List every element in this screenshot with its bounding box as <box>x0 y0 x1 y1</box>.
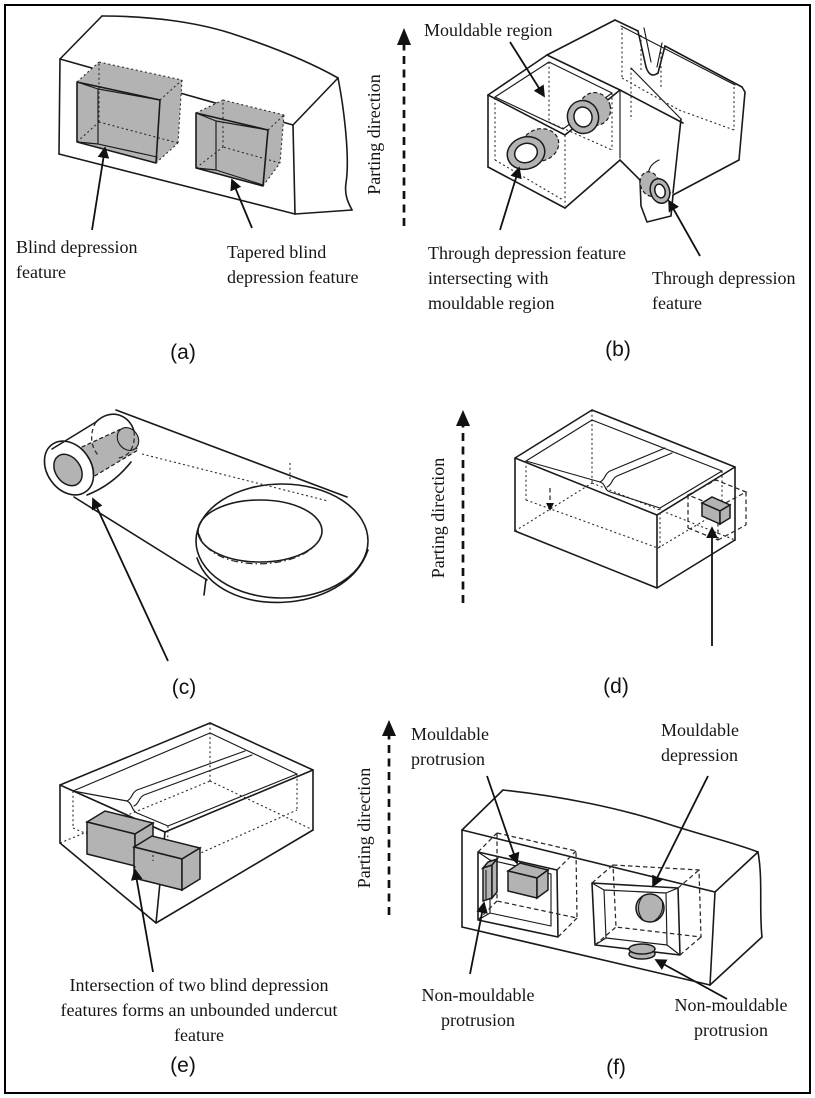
boss-hole-front-shape <box>53 453 83 487</box>
panel-b-drawing <box>487 19 746 257</box>
arrow-through-intersecting <box>499 166 522 231</box>
label-through-intersecting: Through depression feature intersecting … <box>428 243 626 313</box>
panel-a-drawing <box>58 15 353 231</box>
caption-b: (b) <box>605 338 631 361</box>
label-blind-depression: Blind depression feature <box>16 237 138 282</box>
arrow-nonmouldable-disc <box>654 959 728 1000</box>
undercut-cube-shape <box>700 496 732 526</box>
unbounded-undercut-shape <box>85 810 202 892</box>
blind-depression-lines <box>76 61 183 164</box>
parting-direction-label-top: Parting direction <box>364 74 384 195</box>
right-cavity <box>591 864 702 956</box>
label-nonmouldable-protrusion-right: Non-mouldable protrusion <box>674 995 788 1040</box>
through-hole-tab-shape <box>639 171 671 204</box>
through-hole-intersecting-shape <box>506 128 560 171</box>
tapered-depression-lines <box>195 99 285 187</box>
arrow-up-icon <box>397 28 411 45</box>
arrow-mouldable-protrusion <box>486 775 520 865</box>
box-e-outline <box>59 722 314 924</box>
mouldable-depression-shape <box>635 893 665 923</box>
arrow-up-icon <box>456 410 470 426</box>
boss-cylinder <box>43 413 140 496</box>
nonmouldable-disc-shape <box>628 943 656 960</box>
label-unbounded-undercut: Intersection of two blind depression fea… <box>60 975 338 1045</box>
ring-part-outline <box>73 409 369 604</box>
label-mouldable-region: Mouldable region <box>424 20 553 40</box>
tapered-depression-shape <box>196 100 284 186</box>
block-f-outline <box>461 789 763 986</box>
panel-c-drawing <box>43 409 369 662</box>
box-d-outline <box>514 409 748 589</box>
arrow-blind-depression <box>91 146 110 231</box>
arrow-unbounded-undercut <box>130 868 154 973</box>
panel-e-drawing <box>59 720 396 973</box>
parting-direction-label-middle: Parting direction <box>428 457 448 579</box>
arrow-mouldable-region <box>509 41 545 98</box>
arrow-tapered-depression <box>230 178 253 229</box>
figure-border <box>4 4 811 1094</box>
caption-f: (f) <box>606 1056 626 1079</box>
parting-direction-label-bottom: Parting direction <box>354 767 374 889</box>
label-mouldable-protrusion: Mouldable protrusion <box>411 724 489 769</box>
arrow-through-depression <box>668 199 701 257</box>
panel-f-drawing <box>461 775 763 1000</box>
arrow-nonmouldable-plate <box>469 901 488 975</box>
label-tapered-depression: Tapered blind depression feature <box>227 242 359 287</box>
arrow-boss-hole <box>91 497 169 662</box>
panel-d-drawing <box>456 409 748 646</box>
caption-a: (a) <box>170 341 196 364</box>
label-mouldable-depression: Mouldable depression <box>661 720 739 765</box>
arrow-up-icon <box>382 720 396 736</box>
parting-direction-arrow-top <box>397 28 411 226</box>
mouldable-protrusion-shape <box>506 862 550 900</box>
label-nonmouldable-protrusion-left: Non-mouldable protrusion <box>421 985 535 1030</box>
nonmouldable-plate-shape <box>480 856 500 903</box>
caption-c: (c) <box>171 676 197 699</box>
label-through-depression: Through depression feature <box>652 268 796 313</box>
caption-d: (d) <box>603 675 629 698</box>
arrow-mouldable-depression <box>652 775 709 888</box>
bracket-outline <box>487 19 746 223</box>
blind-depression-shape <box>77 62 182 163</box>
caption-e: (e) <box>170 1054 196 1077</box>
through-hole-mouldable-shape <box>566 91 612 135</box>
